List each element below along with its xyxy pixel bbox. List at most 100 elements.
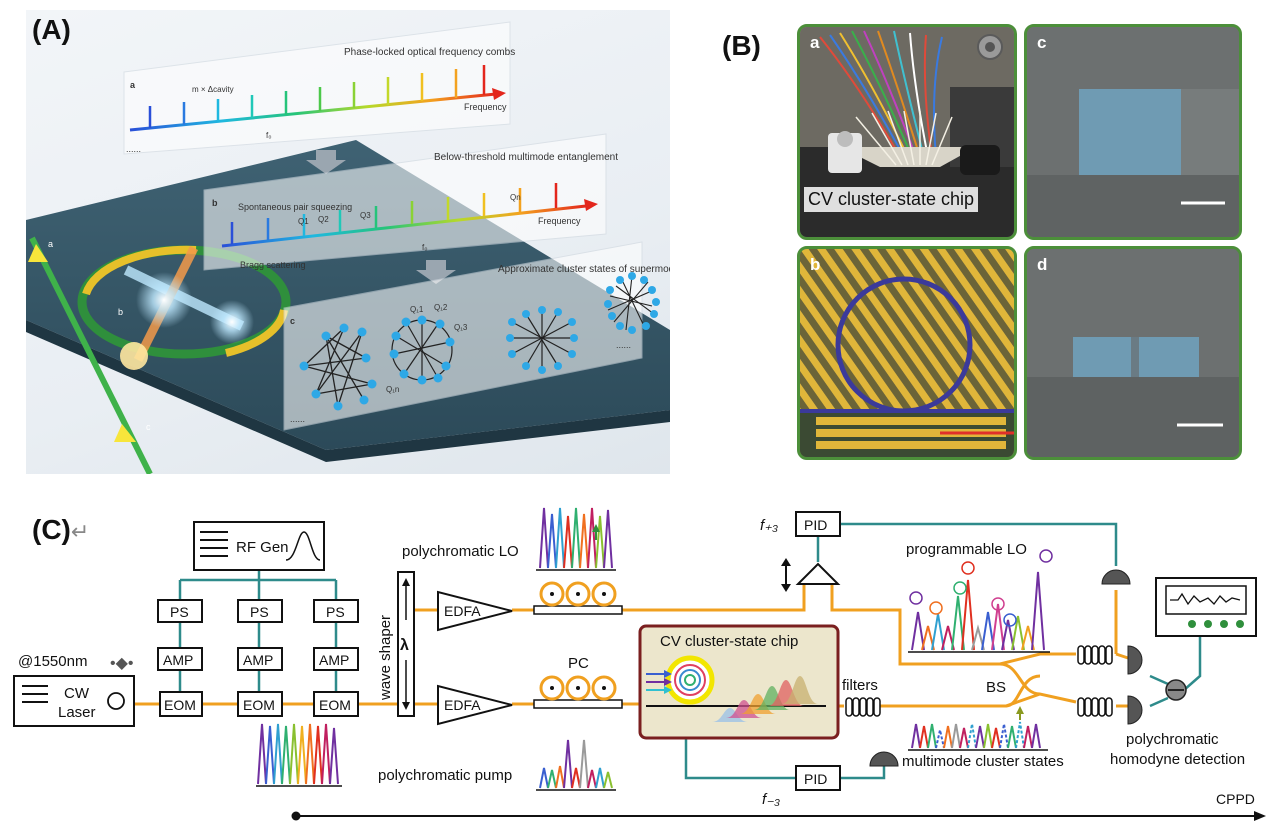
beam-splitter-coupler xyxy=(999,662,1041,708)
svg-text:PS: PS xyxy=(170,604,189,620)
svg-text:f₀: f₀ xyxy=(422,243,428,252)
lo-spectrum xyxy=(536,507,616,571)
setup-schematic: @1550nm CW Laser •◆• RF Gen PS PS PS AMP… xyxy=(13,507,1266,821)
photodetector-lo-monitor xyxy=(1101,569,1131,585)
svg-text:Spontaneous pair squeezing: Spontaneous pair squeezing xyxy=(238,202,352,212)
graph-2-nodes xyxy=(389,315,455,385)
polarization-controller-pump xyxy=(533,675,623,709)
graph-3-nodes xyxy=(506,306,578,374)
panel-c-label: (C)↵ xyxy=(32,514,89,546)
f-top-label: f₊₃ xyxy=(760,517,778,534)
svg-text:m × Δcavity: m × Δcavity xyxy=(192,85,234,94)
svg-text:f₀: f₀ xyxy=(266,131,272,140)
comb-b-teeth xyxy=(230,183,558,244)
polarization-controller-lo xyxy=(533,581,623,615)
svg-text:c: c xyxy=(146,422,151,432)
return-mark: ↵ xyxy=(70,519,90,544)
comb-baseline-a xyxy=(129,92,497,132)
svg-text:EOM: EOM xyxy=(319,697,351,713)
graph-1 xyxy=(303,327,373,407)
svg-text:AMP: AMP xyxy=(319,652,349,668)
svg-text:Frequency: Frequency xyxy=(464,102,507,112)
svg-text:λ: λ xyxy=(400,637,409,654)
programmable-lo-spectrum xyxy=(908,571,1050,653)
multimode-spectrum xyxy=(908,706,1048,751)
svg-text:......: ...... xyxy=(616,340,631,350)
wave-shaper: λ wave shaper xyxy=(377,571,415,717)
amp-blocks: AMP AMP AMP xyxy=(157,647,359,671)
svg-text:AMP: AMP xyxy=(243,652,273,668)
svg-text:EOM: EOM xyxy=(243,697,275,713)
panel-a-illustration: a b c a Phase-locked optical frequency c… xyxy=(26,10,685,476)
svg-text:CV cluster-state chip: CV cluster-state chip xyxy=(660,633,798,650)
svg-text:a: a xyxy=(130,80,136,90)
svg-text:Q2: Q2 xyxy=(318,215,329,224)
cppd-label: CPPD xyxy=(1216,791,1255,807)
waveguide xyxy=(29,236,153,476)
photo-c-tag: c xyxy=(1037,33,1047,52)
wave-shaper-label: wave shaper xyxy=(377,615,394,701)
svg-text:Approximate cluster states of: Approximate cluster states of supermodes xyxy=(498,264,670,275)
multimode-label: multimode cluster states xyxy=(902,753,1064,770)
photo-a-tag: a xyxy=(810,33,820,52)
filter-bottom xyxy=(845,697,881,717)
layer-a-plane xyxy=(123,21,511,155)
graph-1-nodes xyxy=(299,323,377,411)
filters-label: filters xyxy=(842,677,878,694)
svg-text:PID: PID xyxy=(804,771,827,787)
svg-text:......: ...... xyxy=(126,144,141,154)
svg-text:b: b xyxy=(118,307,123,317)
svg-text:Q3: Q3 xyxy=(360,211,371,220)
svg-text:EDFA: EDFA xyxy=(444,603,481,619)
panel-c-label-text: (C) xyxy=(32,514,71,545)
detection-label-2: homodyne detection xyxy=(1110,751,1245,768)
optical-fibers xyxy=(134,584,1129,708)
svg-text:Bragg scattering: Bragg scattering xyxy=(240,260,306,270)
graph-4 xyxy=(607,275,655,331)
poly-lo-label: polychromatic LO xyxy=(402,543,519,560)
panel-b-label: (B) xyxy=(722,30,761,61)
svg-text:PID: PID xyxy=(804,517,827,533)
svg-text:b: b xyxy=(212,198,218,208)
svg-text:RF Gen: RF Gen xyxy=(236,539,289,556)
photodetector-pump-monitor xyxy=(869,751,899,767)
filter-detect-bottom xyxy=(1077,697,1113,717)
graph-3 xyxy=(510,310,574,370)
svg-text:Qn: Qn xyxy=(510,193,521,202)
comb-baseline-b xyxy=(221,204,587,248)
cw-laser: CW Laser xyxy=(13,675,135,727)
svg-text:PS: PS xyxy=(250,604,269,620)
f-bottom-label: f₋₃ xyxy=(762,791,780,808)
edfa-amplifiers: EDFA EDFA xyxy=(437,590,513,726)
balanced-detectors xyxy=(1127,645,1187,725)
photo-microring-b: b xyxy=(797,246,1017,460)
svg-text:Phase-locked optical frequency: Phase-locked optical frequency combs xyxy=(344,47,515,58)
svg-text:Frequency: Frequency xyxy=(538,216,581,226)
svg-text:EDFA: EDFA xyxy=(444,697,481,713)
bs-label: BS xyxy=(986,679,1006,696)
panel-a-label: (A) xyxy=(32,14,71,45)
comb-a-teeth xyxy=(148,65,486,128)
photo-chip-package: a CV cluster-state chip xyxy=(797,24,1017,240)
photo-b-tag: b xyxy=(810,255,821,274)
cv-cluster-state-chip: CV cluster-state chip xyxy=(638,624,840,740)
rf-generator: RF Gen xyxy=(193,521,325,571)
electrical-lines xyxy=(178,522,1202,780)
piezo-mirror xyxy=(781,558,841,592)
svg-text:CW: CW xyxy=(64,685,90,702)
ps-blocks: PS PS PS xyxy=(157,599,359,623)
photo-d-tag: d xyxy=(1037,255,1048,274)
svg-text:......: ...... xyxy=(290,414,305,424)
pid-bottom: PID xyxy=(795,765,841,791)
oscilloscope xyxy=(1155,577,1257,637)
panel-a-svg: a b c a Phase-locked optical frequency c… xyxy=(26,21,685,476)
pid-top: PID xyxy=(795,511,841,537)
svg-text:Q₁2: Q₁2 xyxy=(434,303,448,312)
wavelength-label: @1550nm xyxy=(18,653,87,670)
detection-label-1: polychromatic xyxy=(1126,731,1219,748)
eom-blocks: EOM EOM EOM xyxy=(159,691,359,717)
svg-text:a: a xyxy=(48,239,53,249)
svg-text:Q1: Q1 xyxy=(298,217,309,226)
programmable-lo-label: programmable LO xyxy=(906,541,1027,558)
pulse-icon: •◆• xyxy=(110,655,134,672)
